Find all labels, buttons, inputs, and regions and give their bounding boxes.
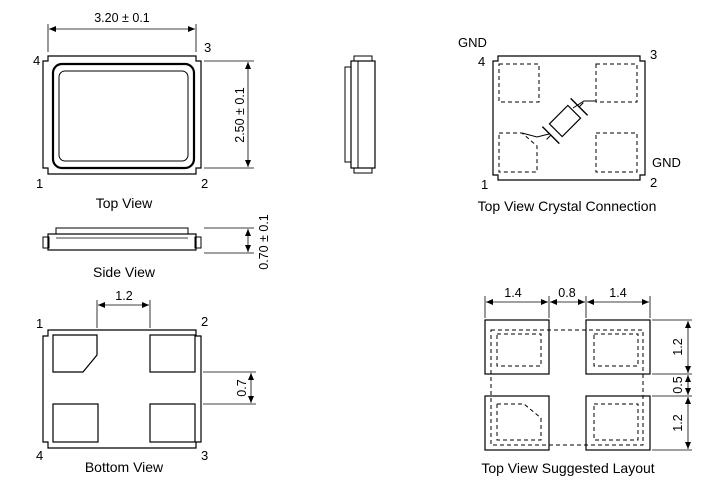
top-view-lid-outer xyxy=(51,62,196,170)
height-dimension: 0.70 ± 0.1 xyxy=(257,214,271,270)
layout-gap: 0.8 xyxy=(558,286,575,300)
crystal-pin-4: 4 xyxy=(478,54,485,69)
crystal-pad-1 xyxy=(498,132,538,173)
pad-gap-dimension: 0.7 xyxy=(235,379,249,396)
bottom-pin-3: 3 xyxy=(201,448,208,463)
width-dimension: 3.20 ± 0.1 xyxy=(94,11,150,25)
crystal-pad-2 xyxy=(595,132,638,173)
bottom-pad-4 xyxy=(52,403,99,443)
pad-width-dimension: 1.2 xyxy=(115,289,132,303)
top-pin-3: 3 xyxy=(204,40,211,55)
layout-width-1: 1.4 xyxy=(504,286,521,300)
bottom-pin-4: 4 xyxy=(36,448,43,463)
length-dimension: 2.50 ± 0.1 xyxy=(233,87,247,143)
bottom-view: 1.2 0.7 1 2 4 3 Bottom View xyxy=(36,289,256,475)
layout-view-title: Top View Suggested Layout xyxy=(481,460,654,476)
top-view: 3.20 ± 0.1 2.50 ± 0.1 4 3 1 2 Top View xyxy=(33,11,254,211)
bottom-pin-1: 1 xyxy=(36,316,43,331)
bottom-view-package xyxy=(42,329,202,449)
bottom-pin-2: 2 xyxy=(201,314,208,329)
suggested-layout-view: 1.4 0.8 1.4 1.2 0.5 1.2 Top View Suggest… xyxy=(481,286,692,476)
top-view-lid-inner xyxy=(58,70,189,162)
side-view-title: Side View xyxy=(93,264,156,280)
crystal-pad-4 xyxy=(498,63,540,103)
crystal-connection-view: GND 4 3 GND 2 1 Top View Crystal Connect… xyxy=(458,35,681,214)
crystal-gnd-top: GND xyxy=(458,35,487,50)
crystal-pin-1: 1 xyxy=(481,177,488,192)
bottom-pad-1 xyxy=(52,334,98,373)
crystal-package xyxy=(492,55,646,181)
crystal-pin-2: 2 xyxy=(650,175,657,190)
layout-pad-2 xyxy=(585,319,651,375)
layout-package-outline xyxy=(490,329,644,446)
layout-pad-1 xyxy=(484,319,550,375)
top-pin-2: 2 xyxy=(201,176,208,191)
crystal-pin-3: 3 xyxy=(650,47,657,62)
top-pin-4: 4 xyxy=(33,53,40,68)
top-view-package xyxy=(42,55,202,175)
profile-view xyxy=(344,55,376,174)
layout-height-2: 1.2 xyxy=(671,414,685,431)
layout-middle-gap: 0.5 xyxy=(671,376,685,393)
layout-pad-4 xyxy=(484,395,550,451)
crystal-view-title: Top View Crystal Connection xyxy=(478,198,657,214)
bottom-pad-2 xyxy=(149,334,196,373)
side-view-body xyxy=(47,233,197,251)
layout-height-1: 1.2 xyxy=(671,338,685,355)
bottom-view-title: Bottom View xyxy=(85,459,164,475)
crystal-pad-3 xyxy=(595,63,638,103)
top-view-title: Top View xyxy=(96,195,153,211)
top-pin-1: 1 xyxy=(36,176,43,191)
side-view: 0.70 ± 0.1 Side View xyxy=(42,214,271,280)
crystal-gnd-bottom: GND xyxy=(652,155,681,170)
bottom-pad-3 xyxy=(149,403,196,443)
layout-width-2: 1.4 xyxy=(609,286,626,300)
crystal-symbol xyxy=(541,97,589,145)
layout-pad-3 xyxy=(585,395,651,451)
